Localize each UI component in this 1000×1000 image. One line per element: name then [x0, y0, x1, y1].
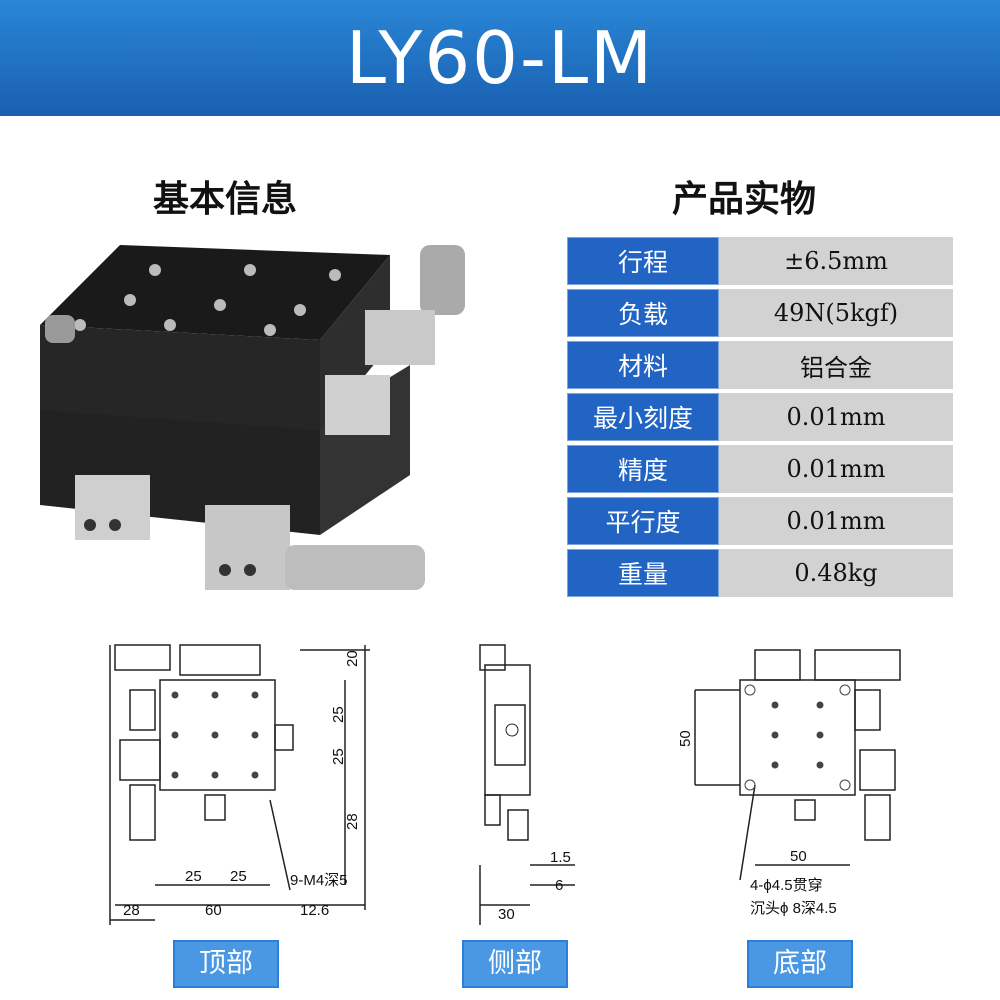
- top-view-label: 顶部: [173, 940, 279, 988]
- spec-row-material: 材料 铝合金: [567, 341, 953, 389]
- spec-row-min-scale: 最小刻度 0.01mm: [567, 393, 953, 441]
- spec-row-load: 负载 49N(5kgf): [567, 289, 953, 337]
- top-view-drawing: 20 25 25 28 25 25 28 60 12.6 9-M4深5: [109, 644, 370, 925]
- dim-60: 60: [205, 902, 222, 919]
- title-banner: LY60-LM: [0, 0, 1000, 116]
- hole-note-counterbore: 沉头ϕ 8深4.5: [750, 900, 837, 917]
- dim-25a: 25: [330, 706, 347, 723]
- bottom-view-label: 底部: [747, 940, 853, 988]
- dim-28-vertical: 28: [344, 813, 361, 830]
- spec-label: 行程: [567, 237, 719, 285]
- spec-value: 0.01mm: [719, 445, 953, 493]
- spec-label: 负载: [567, 289, 719, 337]
- dim-25c: 25: [185, 868, 202, 885]
- dim-12-6: 12.6: [300, 902, 329, 919]
- spec-value: 0.01mm: [719, 393, 953, 441]
- spec-row-precision: 精度 0.01mm: [567, 445, 953, 493]
- spec-row-parallelism: 平行度 0.01mm: [567, 497, 953, 545]
- spec-value: 铝合金: [719, 341, 953, 389]
- dim-25d: 25: [230, 868, 247, 885]
- dim-50-horizontal: 50: [790, 848, 807, 865]
- bottom-view-drawing: 50 50 4-ϕ4.5贯穿 沉头ϕ 8深4.5: [677, 649, 901, 917]
- hole-note-top: 9-M4深5: [290, 872, 348, 889]
- dim-6: 6: [555, 877, 563, 894]
- spec-value: 0.48kg: [719, 549, 953, 597]
- dim-50-vertical: 50: [677, 730, 694, 747]
- dim-20: 20: [344, 650, 361, 667]
- dim-30: 30: [498, 906, 515, 923]
- spec-value: ±6.5mm: [719, 237, 953, 285]
- spec-label: 材料: [567, 341, 719, 389]
- basic-info-heading: 基本信息: [153, 179, 298, 220]
- dim-28-horizontal: 28: [123, 902, 140, 919]
- spec-row-stroke: 行程 ±6.5mm: [567, 237, 953, 285]
- dim-25b: 25: [330, 748, 347, 765]
- spec-value: 0.01mm: [719, 497, 953, 545]
- dim-1-5: 1.5: [550, 849, 571, 866]
- spec-label: 平行度: [567, 497, 719, 545]
- spec-row-weight: 重量 0.48kg: [567, 549, 953, 597]
- spec-table: 行程 ±6.5mm 负载 49N(5kgf) 材料 铝合金 最小刻度 0.01m…: [567, 233, 953, 601]
- spec-value: 49N(5kgf): [719, 289, 953, 337]
- spec-label: 重量: [567, 549, 719, 597]
- product-photo-heading: 产品实物: [672, 179, 817, 220]
- spec-label: 最小刻度: [567, 393, 719, 441]
- spec-label: 精度: [567, 445, 719, 493]
- side-view-label: 侧部: [462, 940, 568, 988]
- side-view-drawing: 1.5 6 30: [479, 644, 575, 925]
- hole-note-through: 4-ϕ4.5贯穿: [750, 877, 823, 894]
- model-title: LY60-LM: [345, 16, 655, 100]
- product-photo: [40, 245, 465, 590]
